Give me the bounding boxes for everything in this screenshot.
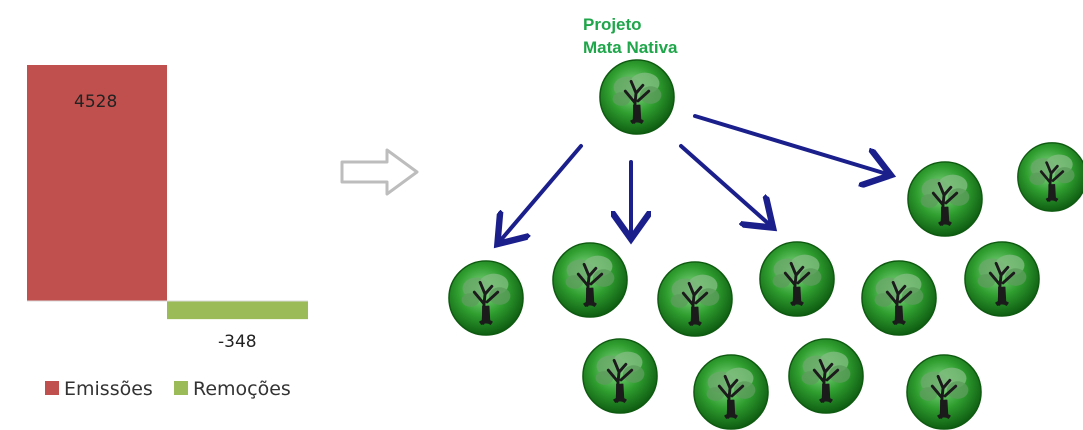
data-label-emissoes: 4528 xyxy=(74,92,117,112)
bar-chart: 4528 -348 xyxy=(27,65,308,352)
outline-right-arrow-icon xyxy=(340,148,419,196)
project-title-line1: Projeto xyxy=(583,15,642,34)
legend-swatch-emissoes xyxy=(45,381,59,395)
data-label-remocoes: -348 xyxy=(218,332,257,352)
tree-icon xyxy=(963,240,1041,318)
project-title-line2: Mata Nativa xyxy=(583,38,678,57)
tree-icon xyxy=(656,260,734,338)
tree-icon xyxy=(860,259,938,337)
legend-label-remocoes: Remoções xyxy=(193,378,291,400)
arrow-down-left-icon xyxy=(500,144,583,241)
chart-legend: Emissões Remoções xyxy=(45,378,291,400)
arrow-down-right-icon xyxy=(679,144,770,225)
tree-grid xyxy=(447,58,1083,430)
tree-icon xyxy=(581,337,659,415)
arrows xyxy=(500,114,887,241)
bar-remocoes xyxy=(167,301,308,320)
legend-label-emissoes: Emissões xyxy=(64,378,153,400)
legend-swatch-remocoes xyxy=(174,381,188,395)
tree-icon xyxy=(551,241,629,319)
tree-icon xyxy=(692,353,770,430)
bar-emissoes xyxy=(27,65,167,301)
project-tree-icon xyxy=(598,58,676,136)
tree-icon xyxy=(787,337,865,415)
tree-icon xyxy=(447,259,525,337)
arrow-right-icon xyxy=(693,114,887,174)
tree-icon xyxy=(1016,140,1083,214)
tree-icon xyxy=(758,240,836,318)
tree-icon xyxy=(906,160,984,238)
tree-icon xyxy=(905,353,983,430)
